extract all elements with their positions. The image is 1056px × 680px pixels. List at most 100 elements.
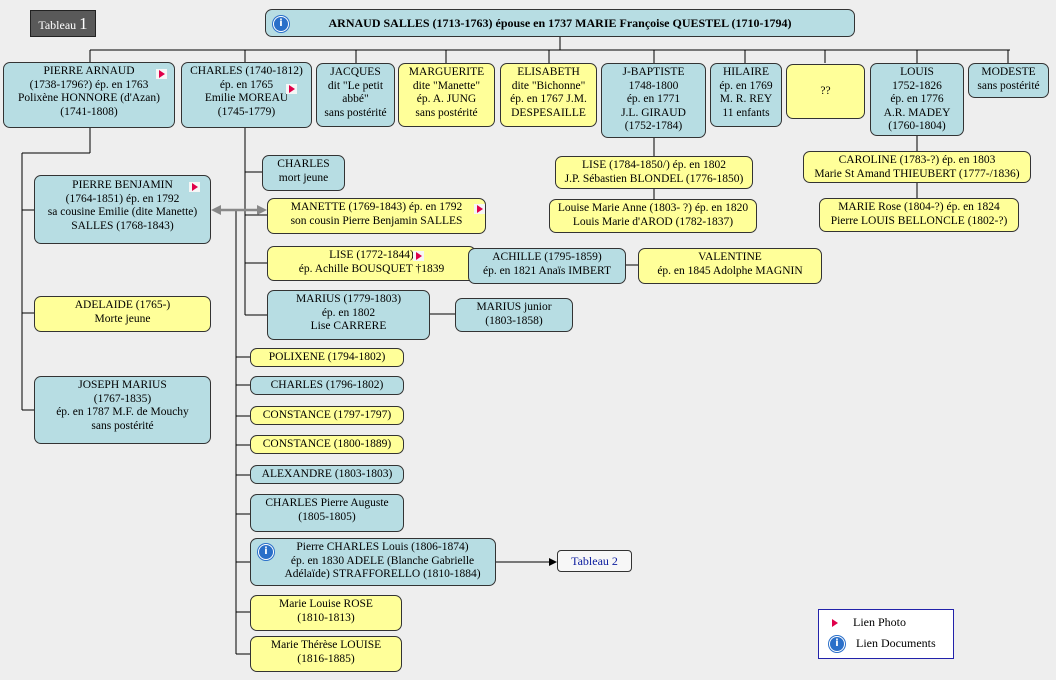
line: HILAIRE	[723, 66, 769, 78]
line: LISE (1784-1850/) ép. en 1802	[581, 159, 727, 171]
louise-marie-anne-box[interactable]: Louise Marie Anne (1803- ?) ép. en 1820 …	[549, 199, 757, 233]
photo-link-icon[interactable]	[474, 204, 485, 214]
charles-1796-box[interactable]: CHARLES (1796-1802)	[250, 376, 404, 395]
photo-link-icon[interactable]	[189, 182, 200, 192]
line: (1745-1779)	[217, 105, 276, 118]
photo-link-icon[interactable]	[156, 69, 167, 79]
line: ALEXANDRE (1803-1803)	[261, 468, 393, 480]
line: MARIE Rose (1804-?) ép. en 1824	[838, 201, 1000, 213]
line: CAROLINE (1783-?) ép. en 1803	[838, 154, 996, 166]
line: SALLES (1768-1843)	[71, 219, 174, 232]
photo-link-icon[interactable]	[413, 251, 424, 261]
charles-junior-box[interactable]: CHARLES mort jeune	[262, 155, 345, 191]
line: CHARLES	[277, 158, 330, 170]
achille-box[interactable]: ACHILLE (1795-1859) ép. en 1821 Anaïs IM…	[468, 248, 626, 284]
jbaptiste-box[interactable]: J-BAPTISTE 1748-1800 ép. en 1771 J.L. GI…	[601, 63, 706, 138]
line: sans postérité	[324, 106, 387, 119]
line: 1752-1826	[892, 79, 942, 92]
line: (1810-1813)	[297, 611, 355, 624]
charles-pierre-auguste-box[interactable]: CHARLES Pierre Auguste (1805-1805)	[250, 494, 404, 532]
line: ép. A. JUNG	[416, 93, 477, 105]
line: Lise CARRERE	[310, 320, 387, 332]
line: (1816-1885)	[297, 652, 355, 665]
modeste-box[interactable]: MODESTE sans postérité	[968, 63, 1049, 98]
line: J-BAPTISTE	[622, 66, 685, 78]
line: CONSTANCE (1800-1889)	[262, 438, 392, 450]
line: 1748-1800	[628, 79, 679, 92]
line: (1741-1808)	[60, 105, 118, 118]
photo-link-icon	[832, 619, 838, 628]
tableau-number: 1	[79, 14, 88, 33]
constance-1797-box[interactable]: CONSTANCE (1797-1797)	[250, 406, 404, 425]
info-icon[interactable]: i	[258, 544, 274, 560]
pierre-charles-louis-box[interactable]: i Pierre CHARLES Louis (1806-1874) ép. e…	[250, 538, 496, 586]
pierre-benjamin-box[interactable]: PIERRE BENJAMIN (1764-1851) ép. en 1792 …	[34, 175, 211, 244]
constance-1800-box[interactable]: CONSTANCE (1800-1889)	[250, 435, 404, 454]
line: MARIUS junior	[476, 301, 552, 313]
photo-link-icon[interactable]	[286, 84, 297, 94]
line: LOUIS	[900, 66, 934, 78]
line: ép. en 1767 J.M.	[510, 93, 587, 105]
alexandre-box[interactable]: ALEXANDRE (1803-1803)	[250, 465, 404, 484]
line: (1803-1858)	[485, 314, 543, 327]
line: MANETTE (1769-1843) ép. en 1792	[290, 201, 463, 213]
line: Marie Louise ROSE	[279, 598, 373, 610]
line: 11 enfants	[722, 106, 770, 119]
caroline-box[interactable]: CAROLINE (1783-?) ép. en 1803 Marie St A…	[803, 151, 1031, 183]
line: VALENTINE	[698, 251, 762, 263]
jacques-box[interactable]: JACQUES dit "Le petit abbé" sans postéri…	[316, 63, 395, 127]
line: ADELAIDE (1765-)	[74, 299, 171, 311]
unknown-child-box[interactable]: ??	[786, 64, 865, 119]
line: ??	[820, 85, 831, 97]
adelaide-box[interactable]: ADELAIDE (1765-) Morte jeune	[34, 296, 211, 332]
line: ép. en 1802	[321, 306, 376, 319]
line: Marie St Amand THIEUBERT (1777-/1836)	[814, 167, 1020, 180]
root-title: ARNAUD SALLES (1713-1763) épouse en 1737…	[328, 16, 792, 30]
marius-box[interactable]: MARIUS (1779-1803) ép. en 1802 Lise CARR…	[267, 290, 430, 340]
line: (1760-1804)	[888, 120, 946, 132]
lise-blondel-box[interactable]: LISE (1784-1850/) ép. en 1802 J.P. Sébas…	[555, 156, 753, 189]
line: JOSEPH MARIUS	[78, 379, 167, 391]
marie-rose-box[interactable]: MARIE Rose (1804-?) ép. en 1824 Pierre L…	[819, 198, 1019, 232]
charles-box[interactable]: CHARLES (1740-1812) ép. en 1765 Emilie M…	[181, 62, 312, 128]
root-couple[interactable]: i ARNAUD SALLES (1713-1763) épouse en 17…	[265, 9, 855, 37]
line: ép. en 1830 ADELE (Blanche Gabrielle	[290, 554, 475, 567]
lise-box[interactable]: LISE (1772-1844) ép. Achille BOUSQUET †1…	[267, 246, 476, 281]
polixene-box[interactable]: POLIXENE (1794-1802)	[250, 348, 404, 367]
line: Louis Marie d'AROD (1782-1837)	[572, 215, 734, 228]
line: MARGUERITE	[408, 66, 485, 78]
line: J.P. Sébastien BLONDEL (1776-1850)	[564, 172, 744, 185]
line: dite "Manette"	[412, 79, 481, 92]
legend: Lien Photo i Lien Documents	[818, 609, 954, 659]
line: LISE (1772-1844)	[329, 249, 414, 261]
line: CONSTANCE (1797-1797)	[262, 409, 392, 421]
elisabeth-box[interactable]: ELISABETH dite "Bichonne" ép. en 1767 J.…	[500, 63, 597, 127]
line: M. R. REY	[719, 93, 773, 105]
marie-therese-louise-box[interactable]: Marie Thérèse LOUISE (1816-1885)	[250, 636, 402, 672]
line: (1738-1796?) ép. en 1763	[29, 78, 149, 91]
louis-box[interactable]: LOUIS 1752-1826 ép. en 1776 A.R. MADEY (…	[870, 63, 964, 136]
info-icon[interactable]: i	[273, 16, 289, 32]
pierre-arnaud-box[interactable]: PIERRE ARNAUD (1738-1796?) ép. en 1763 P…	[3, 62, 175, 128]
line: CHARLES Pierre Auguste	[265, 497, 389, 509]
line: Adélaïde) STRAFFORELLO (1810-1884)	[284, 568, 481, 580]
line: Pierre LOUIS BELLONCLE (1802-?)	[830, 214, 1008, 227]
valentine-box[interactable]: VALENTINE ép. en 1845 Adolphe MAGNIN	[638, 248, 822, 284]
line: Emilie MOREAU	[204, 92, 289, 104]
line: MODESTE	[981, 66, 1036, 78]
line: (1752-1784)	[624, 120, 683, 132]
line: Louise Marie Anne (1803- ?) ép. en 1820	[557, 202, 749, 214]
legend-documents-label: Lien Documents	[856, 636, 936, 650]
marius-junior-box[interactable]: MARIUS junior (1803-1858)	[455, 298, 573, 332]
marie-louise-rose-box[interactable]: Marie Louise ROSE (1810-1813)	[250, 595, 402, 631]
tableau-2-link[interactable]: Tableau 2	[557, 550, 632, 572]
line: Pierre CHARLES Louis (1806-1874)	[296, 541, 469, 553]
joseph-marius-box[interactable]: JOSEPH MARIUS (1767-1835) ép. en 1787 M.…	[34, 376, 211, 444]
hilaire-box[interactable]: HILAIRE ép. en 1769 M. R. REY 11 enfants	[710, 63, 782, 127]
line: POLIXENE (1794-1802)	[268, 351, 386, 363]
manette-box[interactable]: MANETTE (1769-1843) ép. en 1792 son cous…	[267, 198, 486, 234]
marguerite-box[interactable]: MARGUERITE dite "Manette" ép. A. JUNG sa…	[398, 63, 495, 127]
line: ép. Achille BOUSQUET †1839	[298, 262, 445, 275]
line: PIERRE ARNAUD	[43, 65, 135, 77]
